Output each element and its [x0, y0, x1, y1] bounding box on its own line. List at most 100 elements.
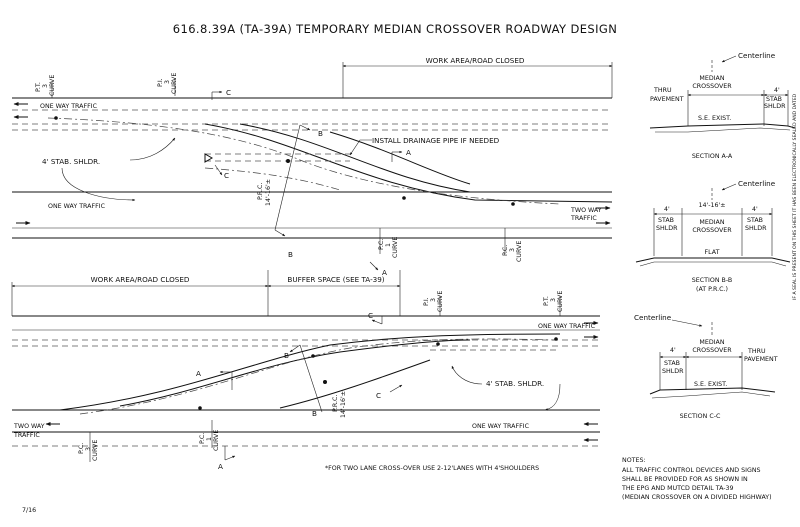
bottom-one-way-traffic-lower: ONE WAY TRAFFIC — [472, 423, 530, 430]
top-section-marker-b1: B — [318, 129, 323, 138]
svg-text:P.I.: P.I. — [157, 78, 164, 87]
svg-text:CROSSOVER: CROSSOVER — [692, 83, 732, 90]
bottom-prc-point — [323, 380, 327, 384]
svg-text:P.I.: P.I. — [423, 297, 430, 306]
svg-text:THRU: THRU — [653, 87, 672, 94]
bottom-section-marker-c1: C — [368, 311, 373, 320]
top-pc1-label: P.C. 1 CURVE — [378, 228, 399, 258]
svg-text:CURVE: CURVE — [437, 291, 444, 312]
top-pc1-point — [402, 196, 406, 200]
svg-text:MEDIAN: MEDIAN — [699, 219, 724, 226]
top-section-marker-c2: C — [224, 171, 229, 180]
top-drainage-label: INSTALL DRAINAGE PIPE IF NEEDED — [372, 136, 500, 145]
bottom-pi-point — [436, 342, 440, 346]
svg-text:Centerline: Centerline — [738, 179, 776, 188]
section-b-b: Centerline 14'-16'± 4' 4' STAB SHLDR MED… — [635, 179, 791, 293]
notes-heading: NOTES: — [622, 457, 646, 464]
notes-block: NOTES: ALL TRAFFIC CONTROL DEVICES AND S… — [621, 457, 772, 501]
notes-line: THE EPG AND MUTCD DETAIL TA-39 — [621, 485, 734, 492]
bottom-one-way-traffic-upper: ONE WAY TRAFFIC — [538, 323, 596, 330]
svg-text:P.R.C.: P.R.C. — [257, 183, 264, 200]
top-work-area-label: WORK AREA/ROAD CLOSED — [426, 56, 525, 65]
bottom-pt-label: P.T. 3 CURVE — [543, 291, 564, 316]
bottom-prc-label: P.R.C. 14'-16'± — [332, 391, 347, 418]
svg-text:S.E. EXIST.: S.E. EXIST. — [694, 381, 727, 388]
svg-text:3: 3 — [550, 298, 557, 302]
svg-text:CROSSOVER: CROSSOVER — [692, 227, 732, 234]
svg-text:STAB: STAB — [766, 96, 782, 103]
svg-text:P.C.: P.C. — [378, 239, 385, 250]
bottom-section-marker-c2: C — [376, 391, 381, 400]
top-pc3-label: P.C. 3 CURVE — [502, 228, 523, 262]
bottom-pt-point — [554, 337, 558, 341]
notes-line: SHALL BE PROVIDED FOR AS SHOWN IN — [622, 476, 748, 483]
top-section-marker-a2: A — [382, 268, 387, 277]
svg-text:3: 3 — [42, 84, 49, 88]
svg-text:1: 1 — [385, 243, 392, 247]
svg-text:PAVEMENT: PAVEMENT — [650, 96, 684, 103]
svg-text:P.T.: P.T. — [543, 296, 550, 306]
svg-text:SHLDR: SHLDR — [745, 225, 767, 232]
svg-text:1: 1 — [206, 437, 213, 441]
top-section-marker-b2: B — [288, 250, 293, 259]
top-pi-label: P.I. 3 CURVE — [157, 73, 178, 96]
top-one-way-traffic-upper: ONE WAY TRAFFIC — [40, 103, 98, 110]
sheet-number: 7/16 — [22, 507, 36, 514]
bottom-pc1-label: P.C. 1 CURVE — [199, 420, 220, 451]
top-one-way-traffic-lower: ONE WAY TRAFFIC — [48, 203, 106, 210]
top-pt-point — [54, 116, 58, 120]
notes-line: (MEDIAN CROSSOVER ON A DIVIDED HIGHWAY) — [622, 494, 772, 501]
section-c-c-caption: SECTION C-C — [680, 413, 721, 420]
svg-text:CROSSOVER: CROSSOVER — [692, 347, 732, 354]
svg-text:STAB: STAB — [658, 217, 674, 224]
svg-text:14'-16'±: 14'-16'± — [340, 391, 347, 418]
svg-text:CURVE: CURVE — [171, 73, 178, 94]
svg-text:FLAT: FLAT — [705, 249, 720, 256]
svg-text:P.T.: P.T. — [35, 82, 42, 92]
bottom-section-marker-a2: A — [218, 462, 223, 471]
top-stab-shldr-label: 4' STAB. SHLDR. — [42, 157, 100, 166]
svg-text:P.C.: P.C. — [78, 443, 85, 454]
svg-text:S.E. EXIST.: S.E. EXIST. — [698, 115, 731, 122]
top-section-marker-a1: A — [406, 148, 411, 157]
section-b-b-caption-2: (AT P.R.C.) — [696, 286, 728, 293]
svg-text:4': 4' — [752, 206, 758, 213]
bottom-pc-point — [198, 406, 202, 410]
bottom-section-marker-b1: B — [284, 351, 289, 360]
top-plan: WORK AREA/ROAD CLOSED P.T. 3 CURVE P.I. … — [12, 56, 613, 277]
bottom-plan: WORK AREA/ROAD CLOSED BUFFER SPACE (SEE … — [11, 270, 600, 471]
svg-text:MEDIAN: MEDIAN — [699, 339, 724, 346]
svg-text:SHLDR: SHLDR — [662, 368, 684, 375]
svg-text:3: 3 — [430, 298, 437, 302]
bottom-stab-shldr-label: 4' STAB. SHLDR. — [486, 379, 544, 388]
svg-text:CURVE: CURVE — [516, 241, 523, 262]
svg-text:STAB: STAB — [664, 360, 680, 367]
top-two-way-label: TWO WAY — [570, 207, 602, 214]
svg-text:3: 3 — [509, 248, 516, 252]
svg-text:CURVE: CURVE — [557, 291, 564, 312]
drawing-title: 616.8.39A (TA-39A) TEMPORARY MEDIAN CROS… — [173, 22, 617, 36]
svg-text:4': 4' — [670, 347, 676, 354]
section-c-c: Centerline MEDIAN CROSSOVER 4' THRU PAVE… — [634, 313, 778, 420]
top-pc-point — [511, 202, 515, 206]
footnote: *FOR TWO LANE CROSS-OVER USE 2-12'LANES … — [325, 465, 539, 472]
svg-text:14'-16'±: 14'-16'± — [265, 179, 272, 206]
bottom-pi-label: P.I. 3 CURVE — [423, 291, 444, 316]
svg-text:PAVEMENT: PAVEMENT — [744, 356, 778, 363]
svg-text:SHLDR: SHLDR — [656, 225, 678, 232]
svg-text:CURVE: CURVE — [213, 430, 220, 451]
seal-note: IF A SEAL IS PRESENT ON THIS SHEET IT HA… — [792, 93, 798, 300]
svg-text:P.C.: P.C. — [502, 245, 509, 256]
svg-text:CURVE: CURVE — [49, 75, 56, 96]
svg-text:3: 3 — [164, 80, 171, 84]
svg-text:SHLDR: SHLDR — [764, 103, 786, 110]
section-a-a-caption: SECTION A-A — [692, 153, 733, 160]
bottom-pc3-label: P.C. 3 CURVE — [78, 432, 99, 462]
svg-text:CURVE: CURVE — [92, 440, 99, 461]
svg-text:4': 4' — [774, 87, 780, 94]
top-pt-label: P.T. 3 CURVE — [35, 75, 56, 98]
svg-text:14'-16'±: 14'-16'± — [698, 202, 725, 209]
bottom-two-way-label: TWO WAY — [13, 423, 45, 430]
svg-text:THRU: THRU — [747, 348, 766, 355]
svg-text:4': 4' — [664, 206, 670, 213]
